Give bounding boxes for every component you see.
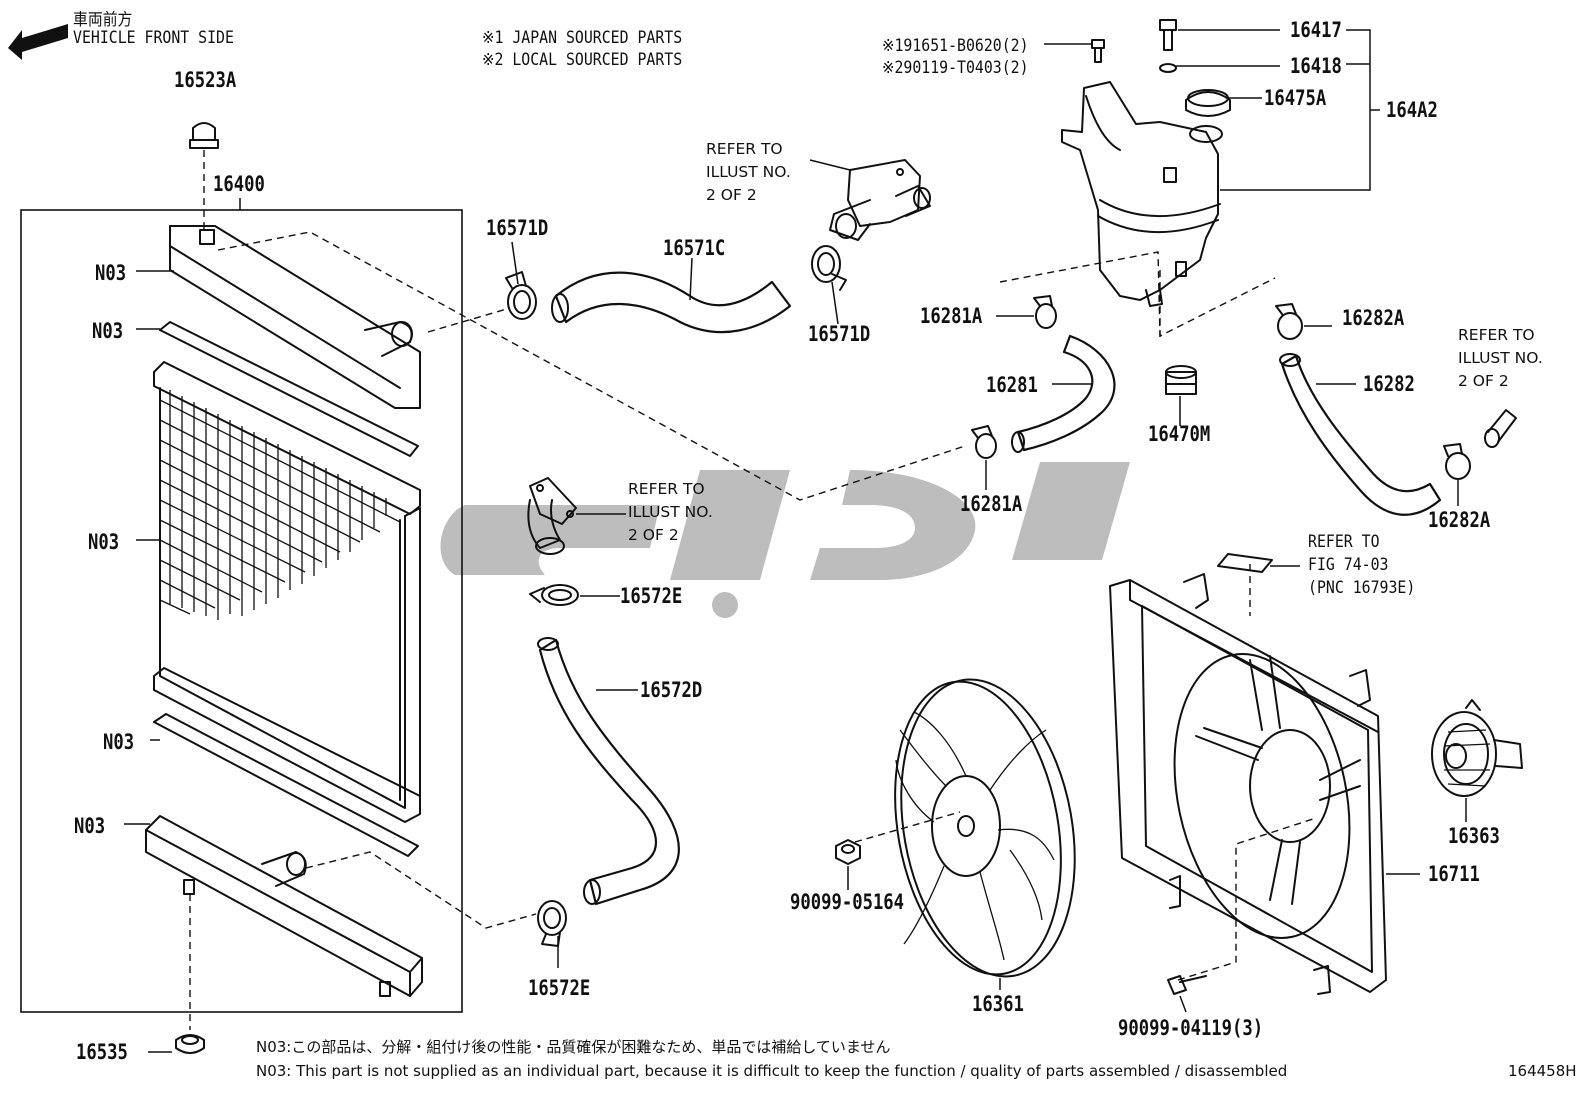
part-label-16470M: 16470M	[1148, 422, 1211, 446]
part-label-16363: 16363	[1448, 824, 1500, 848]
coolant-reservoir-164A2	[1061, 81, 1223, 307]
part-label-16418: 16418	[1290, 54, 1342, 78]
hose-clamp-16282A-upper	[1275, 303, 1303, 340]
part-label-n03: N03	[88, 530, 120, 554]
footnote-jp: N03:この部品は、分解・組付け後の性能・品質確保が困難なため、単品では補給して…	[256, 1038, 891, 1056]
illustration-code: 164458H	[1508, 1062, 1577, 1080]
part-label-16281A: 16281A	[960, 492, 1023, 516]
lower-hose-16572D	[538, 638, 680, 906]
part-label-16475A: 16475A	[1264, 86, 1327, 110]
reservoir-cap-16475A	[1185, 89, 1231, 117]
bolt-note-2: ※290119-T0403(2)	[882, 58, 1029, 77]
hose-clamp-16282A-lower	[1443, 443, 1471, 480]
lower-radiator-tank	[145, 815, 423, 997]
direction-label-jp: 車両前方	[73, 10, 133, 29]
refer-note-line: REFER TO	[628, 480, 705, 498]
part-label-90099-04119: 90099-04119(3)	[1118, 1016, 1264, 1040]
refer-note-line: 2 OF 2	[706, 186, 757, 204]
part-label-16711: 16711	[1428, 862, 1480, 886]
refer-note-line: ILLUST NO.	[706, 163, 791, 181]
label-plate	[1217, 553, 1273, 573]
hose-clamp-16572E-upper	[529, 584, 579, 606]
upper-gasket	[159, 321, 419, 457]
fan-motor-16363	[1431, 699, 1523, 797]
sourcing-note-2: ※2 LOCAL SOURCED PARTS	[482, 50, 683, 69]
upper-hose-16571C	[554, 271, 792, 334]
part-label-164A2: 164A2	[1386, 98, 1438, 122]
part-label-16282A: 16282A	[1428, 508, 1491, 532]
part-label-16523A: 16523A	[174, 68, 237, 92]
nut-90099-05164	[835, 839, 861, 865]
part-label-90099-05164: 90099-05164	[790, 890, 905, 914]
refer-note-line: REFER TO	[1458, 326, 1535, 344]
refer-note-line: ILLUST NO.	[628, 503, 713, 521]
lower-gasket	[153, 713, 419, 857]
part-label-16572D: 16572D	[640, 678, 703, 702]
refer-note-water-outlet: REFER TO ILLUST NO. 2 OF 2	[706, 138, 791, 207]
overflow-hose-16282	[1280, 354, 1442, 516]
part-label-16282: 16282	[1363, 372, 1415, 396]
refer-note-line: 2 OF 2	[628, 526, 679, 544]
part-label-16571D: 16571D	[486, 216, 549, 240]
leader-lines	[124, 29, 1467, 1053]
reservoir-hose-16281	[1016, 334, 1116, 452]
water-outlet-housing	[829, 159, 931, 241]
bolt-91651	[1091, 39, 1105, 63]
refer-note-line: REFER TO	[706, 140, 783, 158]
part-label-n03: N03	[74, 814, 106, 838]
part-label-n03: N03	[103, 730, 135, 754]
refer-note-line: FIG 74-03	[1308, 555, 1389, 574]
hose-clamp-16572E-lower	[537, 900, 567, 947]
part-label-16571D: 16571D	[808, 322, 871, 346]
upper-radiator-tank	[169, 225, 421, 409]
o-ring-16418	[1159, 63, 1177, 73]
water-inlet-housing	[527, 477, 577, 555]
part-label-16400: 16400	[213, 172, 265, 196]
hose-clamp-16281A-lower	[971, 425, 997, 459]
cooling-fan-16361	[894, 678, 1076, 978]
part-label-16571C: 16571C	[663, 236, 726, 260]
sourcing-note-1: ※1 JAPAN SOURCED PARTS	[482, 28, 683, 47]
bolt-16417	[1159, 19, 1177, 51]
part-label-16417: 16417	[1290, 18, 1342, 42]
refer-note-hose: REFER TO ILLUST NO. 2 OF 2	[1458, 324, 1543, 393]
part-label-16572E: 16572E	[620, 584, 683, 608]
radiator-cap-16523A	[189, 122, 219, 149]
part-label-16281A: 16281A	[920, 304, 983, 328]
part-label-16282A: 16282A	[1342, 306, 1405, 330]
footnote-en: N03: This part is not supplied as an ind…	[256, 1062, 1288, 1080]
hose-clamp-16281A-upper	[1033, 295, 1057, 329]
radiator-group-box	[20, 209, 463, 1013]
bolt-note-1: ※191651-B0620(2)	[882, 36, 1029, 55]
part-label-n03: N03	[92, 319, 124, 343]
refer-note-figure: REFER TO FIG 74-03 (PNC 16793E)	[1308, 530, 1415, 599]
refer-note-line: REFER TO	[1308, 532, 1380, 551]
radiator-core	[153, 361, 421, 823]
bolt-90099-04119	[1167, 975, 1207, 995]
part-label-16281: 16281	[986, 373, 1038, 397]
refer-note-line: 2 OF 2	[1458, 372, 1509, 390]
fan-shroud-16711	[1109, 573, 1387, 995]
refer-note-line: ILLUST NO.	[1458, 349, 1543, 367]
direction-label-en: VEHICLE FRONT SIDE	[73, 28, 234, 47]
part-label-16572E: 16572E	[528, 976, 591, 1000]
refer-note-water-inlet: REFER TO ILLUST NO. 2 OF 2	[628, 478, 713, 547]
hose-clamp-16571D-left	[505, 271, 537, 320]
part-label-16361: 16361	[972, 992, 1024, 1016]
grommet-16470M	[1165, 365, 1197, 395]
bushing-16535	[175, 1034, 205, 1054]
part-label-n03: N03	[95, 261, 127, 285]
hose-clamp-16571D-right	[811, 245, 847, 291]
group-bracket-164A2	[1220, 29, 1380, 191]
refer-note-line: (PNC 16793E)	[1308, 578, 1416, 597]
part-label-16535: 16535	[76, 1040, 128, 1064]
watermark-logo	[440, 462, 1130, 618]
left-arrow-icon	[8, 24, 68, 60]
pipe-stub	[1484, 409, 1517, 448]
